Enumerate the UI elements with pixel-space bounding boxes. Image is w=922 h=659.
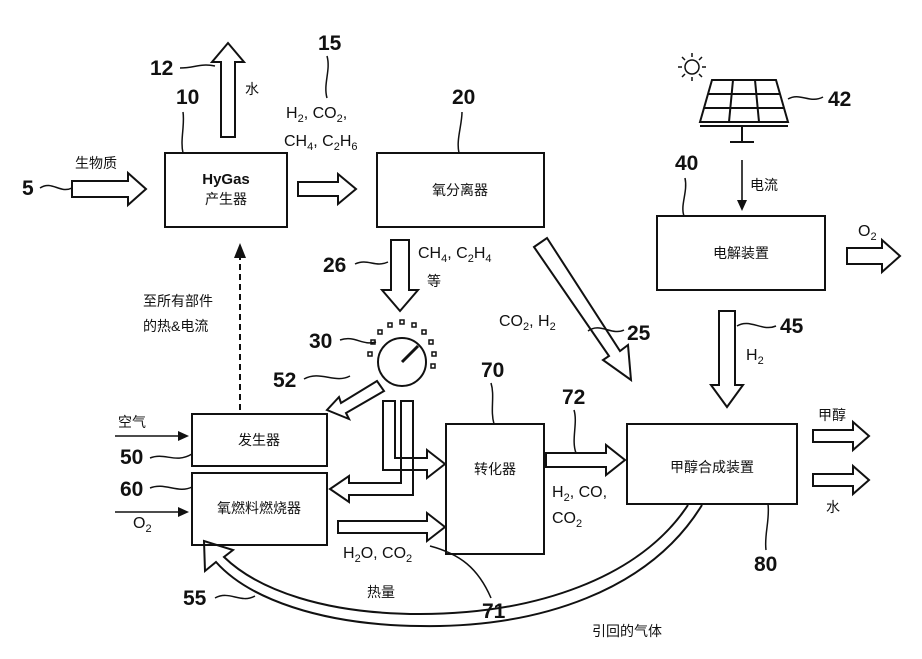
ref-52: 52 (273, 369, 296, 392)
leader-80 (766, 504, 769, 550)
leader-70 (491, 383, 494, 424)
o2-out-label: O2 (858, 223, 877, 243)
o2-out-arrow (847, 240, 900, 272)
ref-30: 30 (309, 330, 332, 353)
current-label: 电流 (750, 177, 778, 193)
heat-label: 热量 (367, 584, 395, 600)
generator-label: 发生器 (238, 432, 280, 448)
gas-15-line1: H2, CO2, (286, 105, 347, 125)
control-knob-icon (368, 320, 436, 386)
biomass-arrow (72, 173, 146, 205)
ref-71: 71 (482, 600, 506, 623)
methanol-out-arrow (813, 422, 869, 450)
reformer-label: 转化器 (474, 461, 516, 477)
leader-5 (40, 185, 72, 189)
recycle-gas-label: 引回的气体 (592, 623, 662, 639)
ref-26: 26 (323, 254, 346, 277)
leader-60 (150, 486, 192, 489)
leader-45 (737, 323, 776, 327)
power-heat-arrowhead (234, 243, 246, 258)
biomass-label: 生物质 (75, 155, 117, 171)
control-to-generator-arrow (327, 381, 384, 419)
reformer-box (446, 424, 544, 554)
synthesis-label: 甲醇合成装置 (670, 459, 754, 475)
water-up-arrow (212, 43, 244, 137)
water-out-label: 水 (826, 499, 840, 515)
leader-52 (304, 376, 350, 379)
hygas-title: HyGas (202, 171, 250, 188)
leader-15 (326, 56, 328, 98)
ref-10: 10 (176, 86, 199, 109)
air-label: 空气 (118, 414, 146, 430)
sun-icon (678, 53, 706, 81)
ref-45: 45 (780, 315, 804, 338)
gas-26: CH4, C2H4 (418, 245, 492, 265)
leader-20 (458, 112, 462, 153)
methanol-label: 甲醇 (818, 407, 846, 423)
air-input-arrowhead (178, 431, 189, 441)
burner-label: 氧燃料燃烧器 (217, 500, 301, 516)
water-top-label: 水 (245, 81, 259, 97)
leader-40 (683, 178, 686, 216)
to-all-line1: 至所有部件 (143, 293, 213, 309)
recycle-gas-arc (204, 505, 702, 626)
burner-to-reformer-arrow (338, 513, 445, 541)
h2o-co2-label: H2O, CO2 (343, 545, 412, 565)
gas-72-line2: CO2 (552, 510, 582, 530)
ref-60: 60 (120, 478, 143, 501)
ref-15: 15 (318, 32, 342, 55)
ref-25: 25 (627, 322, 651, 345)
hygas-subtitle: 产生器 (205, 191, 247, 207)
leader-50 (150, 454, 192, 458)
current-arrowhead (737, 200, 747, 211)
ref-50: 50 (120, 446, 143, 469)
leader-72 (574, 410, 576, 453)
leader-42 (788, 97, 823, 100)
leader-26 (355, 262, 388, 264)
ref-55: 55 (183, 587, 207, 610)
o2-in-label: O2 (133, 515, 152, 535)
ref-40: 40 (675, 152, 698, 175)
leader-10 (182, 112, 183, 153)
ref-70: 70 (481, 359, 504, 382)
leader-55 (215, 595, 255, 598)
ref-72: 72 (562, 386, 585, 409)
to-all-line2: 的热&电流 (143, 318, 208, 334)
water-out-arrow (813, 466, 869, 494)
gas-to-separator-arrow (298, 174, 356, 204)
etc-label: 等 (427, 273, 441, 289)
ch4-down-arrow (382, 240, 418, 311)
ref-5: 5 (22, 177, 34, 200)
electrolyzer-label: 电解装置 (713, 245, 769, 261)
solar-panel-icon (700, 80, 788, 142)
co2-h2-diagonal-arrow (534, 238, 631, 380)
reformer-to-synthesis-arrow (546, 445, 625, 475)
hygas-generator-box (165, 153, 287, 227)
ref-12: 12 (150, 57, 173, 80)
ref-20: 20 (452, 86, 475, 109)
leader-12 (180, 65, 215, 68)
gas-25: CO2, H2 (499, 313, 556, 333)
separator-label: 氧分离器 (432, 182, 488, 198)
ref-42: 42 (828, 88, 851, 111)
gas-72-line1: H2, CO, (552, 484, 607, 504)
gas-15-line2: CH4, C2H6 (284, 133, 358, 153)
h2-label: H2 (746, 347, 764, 367)
o2-input-arrowhead (178, 507, 189, 517)
ref-80: 80 (754, 553, 777, 576)
